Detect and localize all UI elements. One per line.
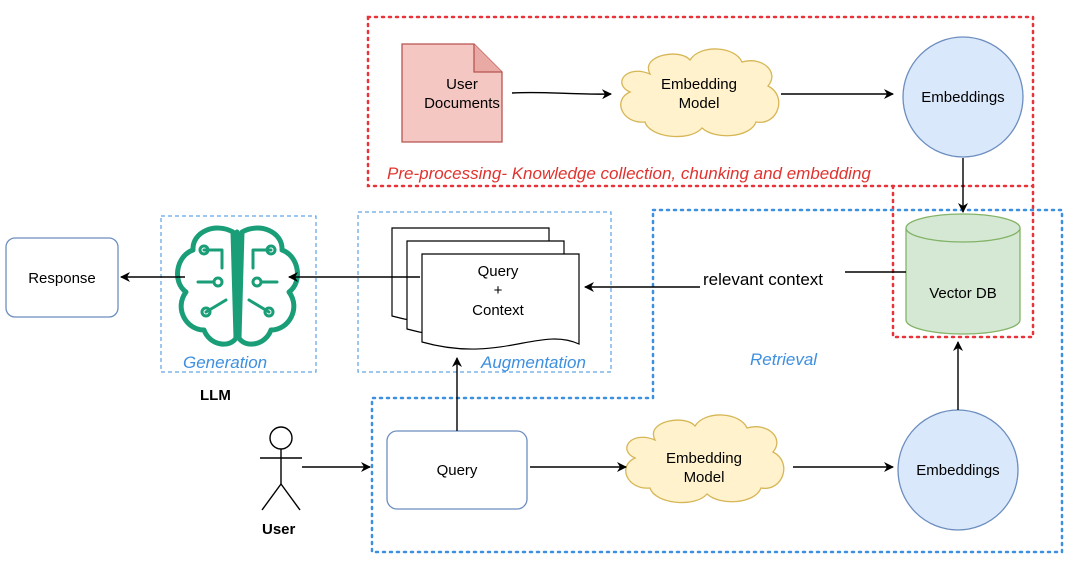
llm-brain-icon xyxy=(175,225,300,347)
stack-text-line2: + xyxy=(494,282,503,299)
augmentation-caption: Augmentation xyxy=(480,353,586,372)
embeddings-bottom-label: Embeddings xyxy=(916,462,999,479)
vector-db-node: Vector DB xyxy=(905,213,1021,335)
query-label: Query xyxy=(437,462,478,479)
arrow-documents-to-embedding xyxy=(511,89,612,100)
preprocessing-group xyxy=(366,15,1035,188)
user-label: User xyxy=(262,521,296,538)
embeddings-top-node: Embeddings xyxy=(902,36,1024,158)
vector-db-label: Vector DB xyxy=(929,285,997,302)
llm-label: LLM xyxy=(200,387,231,404)
user-documents-node: User Documents xyxy=(401,43,503,143)
retrieval-group xyxy=(370,208,1064,554)
embeddings-top-label: Embeddings xyxy=(921,89,1004,106)
embedding-model-bottom-label-line2: Model xyxy=(684,469,725,486)
embedding-model-top-node: Embedding Model xyxy=(620,48,780,138)
embeddings-bottom-node: Embeddings xyxy=(897,409,1019,531)
embedding-model-bottom-label-line1: Embedding xyxy=(666,450,742,467)
user-actor-icon xyxy=(260,426,302,511)
user-documents-label-line2: Documents xyxy=(424,95,500,112)
relevant-context-label: relevant context xyxy=(703,270,823,289)
generation-caption: Generation xyxy=(183,353,267,372)
embedding-model-top-label-line2: Model xyxy=(679,95,720,112)
response-label: Response xyxy=(28,270,96,287)
stack-text-line1: Query xyxy=(478,263,519,280)
augmentation-group xyxy=(357,211,612,373)
query-context-stack: Query + Context xyxy=(391,227,580,350)
arrow-vectordb-to-augmentation xyxy=(585,271,906,287)
embedding-model-bottom-node: Embedding Model xyxy=(625,414,785,504)
embedding-model-top-label-line1: Embedding xyxy=(661,76,737,93)
preprocessing-caption: Pre-processing- Knowledge collection, ch… xyxy=(387,164,871,183)
generation-group xyxy=(160,215,317,373)
retrieval-caption: Retrieval xyxy=(750,350,818,369)
stack-text-line3: Context xyxy=(472,302,525,319)
user-documents-label-line1: User xyxy=(446,76,478,93)
query-node: Query xyxy=(386,430,528,510)
vector-db-red-group xyxy=(891,184,1035,339)
response-node: Response xyxy=(5,237,119,318)
